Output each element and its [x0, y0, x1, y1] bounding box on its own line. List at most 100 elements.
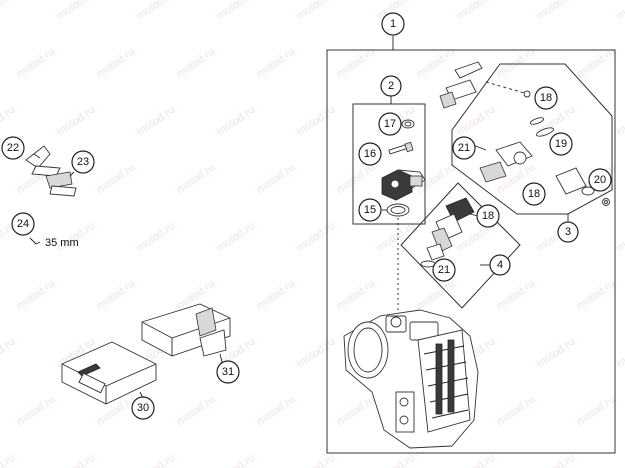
- watermark-text-80: motod.ru: [615, 452, 625, 468]
- watermark-text-54: motod.ru: [0, 336, 17, 371]
- callout-1: 1: [381, 12, 405, 36]
- callout-23: 23: [71, 150, 95, 174]
- watermark-text-13: motod.ru: [335, 46, 377, 81]
- svg-text:15: 15: [364, 204, 376, 216]
- watermark-text-52: motod.ru: [575, 278, 617, 313]
- watermark-text-8: motod.ru: [615, 0, 625, 22]
- watermark-text-61: motod.ru: [535, 336, 577, 371]
- svg-text:30: 30: [137, 402, 149, 414]
- watermark-text-9: motod.ru: [15, 46, 57, 81]
- watermark-text-50: motod.ru: [415, 278, 457, 313]
- watermark-text-21: motod.ru: [215, 104, 257, 139]
- watermark-text-40: motod.ru: [295, 220, 337, 255]
- watermark-text-6: motod.ru: [455, 0, 497, 22]
- assembly-frame-1: [326, 49, 616, 454]
- watermark-text-45: motod.ru: [15, 278, 57, 313]
- callout-24: 24: [11, 212, 35, 236]
- callout-16: 16: [358, 142, 382, 166]
- watermark-text-44: motod.ru: [615, 220, 625, 255]
- watermark-text-11: motod.ru: [175, 46, 217, 81]
- dimension-label: 35 mm: [45, 237, 79, 249]
- svg-text:1: 1: [390, 18, 396, 30]
- watermark-text-73: motod.ru: [55, 452, 97, 468]
- map-sensor-part: [381, 169, 426, 201]
- screw-16: [388, 141, 414, 155]
- watermark-text-58: motod.ru: [295, 336, 337, 371]
- injector-parts-3: [439, 61, 610, 206]
- watermark-text-67: motod.ru: [335, 394, 377, 429]
- watermark-text-69: motod.ru: [495, 394, 537, 429]
- watermark-text-19: motod.ru: [55, 104, 97, 139]
- watermark-text-28: motod.ru: [95, 162, 137, 197]
- watermark-text-74: motod.ru: [135, 452, 177, 468]
- svg-text:21: 21: [438, 264, 450, 276]
- callout-20: 20: [588, 168, 612, 192]
- callout-4: 4: [489, 254, 511, 276]
- subassembly-frame-3: [451, 63, 613, 215]
- svg-text:18: 18: [482, 210, 494, 222]
- watermark-text-0: motod.ru: [0, 0, 17, 22]
- callout-22: 22: [1, 136, 25, 160]
- svg-text:3: 3: [565, 226, 571, 238]
- svg-text:4: 4: [497, 259, 503, 271]
- svg-text:2: 2: [388, 80, 394, 92]
- svg-text:16: 16: [364, 148, 376, 160]
- clamp-24: [29, 237, 41, 245]
- watermark-text-2: motod.ru: [135, 0, 177, 22]
- svg-text:18: 18: [528, 188, 540, 200]
- callout-17: 17: [378, 112, 402, 136]
- watermark-text-46: motod.ru: [95, 278, 137, 313]
- injector-4: [420, 197, 479, 268]
- callout-18-c: 18: [476, 204, 500, 228]
- watermark-text-48: motod.ru: [255, 278, 297, 313]
- svg-text:23: 23: [77, 156, 89, 168]
- watermark-text-30: motod.ru: [255, 162, 297, 197]
- callout-15: 15: [358, 198, 382, 222]
- watermark-text-79: motod.ru: [535, 452, 577, 468]
- svg-text:21: 21: [458, 142, 470, 154]
- subassembly-frame-4: [400, 182, 521, 309]
- watermark-text-62: motod.ru: [615, 336, 625, 371]
- callout-18-a: 18: [534, 86, 558, 110]
- callout-31: 31: [216, 360, 240, 384]
- callout-19: 19: [549, 132, 573, 156]
- watermark-text-22: motod.ru: [295, 104, 337, 139]
- svg-text:19: 19: [555, 138, 567, 150]
- watermark-text-20: motod.ru: [135, 104, 177, 139]
- callout-30: 30: [131, 396, 155, 420]
- watermark-text-3: motod.ru: [215, 0, 257, 22]
- callout-21-b: 21: [432, 258, 456, 282]
- svg-text:17: 17: [384, 118, 396, 130]
- watermark-text-38: motod.ru: [135, 220, 177, 255]
- watermark-text-63: motod.ru: [15, 394, 57, 429]
- callout-18-b: 18: [522, 182, 546, 206]
- watermark-text-41: motod.ru: [375, 220, 417, 255]
- throttle-body: [343, 309, 479, 449]
- watermark-text-18: motod.ru: [0, 104, 17, 139]
- watermark-text-76: motod.ru: [295, 452, 337, 468]
- watermark-text-26: motod.ru: [615, 104, 625, 139]
- watermark-text-65: motod.ru: [175, 394, 217, 429]
- watermark-text-4: motod.ru: [295, 0, 337, 22]
- watermark-text-51: motod.ru: [495, 278, 537, 313]
- watermark-text-24: motod.ru: [455, 104, 497, 139]
- watermark-text-75: motod.ru: [215, 452, 257, 468]
- subassembly-frame-2: [352, 103, 426, 225]
- watermark-text-29: motod.ru: [175, 162, 217, 197]
- holder-31: [141, 303, 231, 363]
- watermark-text-72: motod.ru: [0, 452, 17, 468]
- watermark-text-14: motod.ru: [415, 46, 457, 81]
- watermark-text-1: motod.ru: [55, 0, 97, 22]
- watermark-text-39: motod.ru: [215, 220, 257, 255]
- watermark-text-66: motod.ru: [255, 394, 297, 429]
- watermark-text-78: motod.ru: [455, 452, 497, 468]
- watermark-text-16: motod.ru: [575, 46, 617, 81]
- o-ring-17-inner: [404, 121, 412, 127]
- svg-text:22: 22: [7, 142, 19, 154]
- watermark-text-10: motod.ru: [95, 46, 137, 81]
- svg-text:31: 31: [222, 366, 234, 378]
- watermark-text-31: motod.ru: [335, 162, 377, 197]
- callout-21-a: 21: [452, 136, 476, 160]
- seal-15-inner: [390, 206, 406, 214]
